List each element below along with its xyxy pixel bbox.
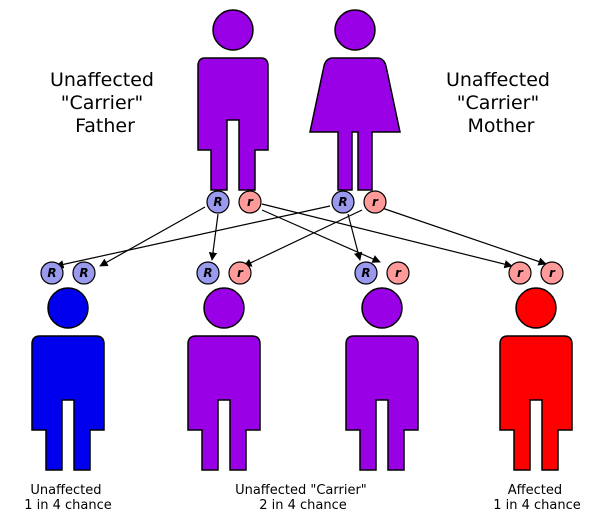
- arrow-mother-r-to-child-2: [243, 209, 363, 267]
- child-2-allele-2: r: [228, 261, 252, 285]
- child-1-figure: [31, 287, 105, 471]
- child-2-figure: [187, 287, 261, 471]
- arrow-father-r-to-child-3: [261, 209, 381, 263]
- svg-text:r: r: [517, 266, 524, 280]
- father-figure: [197, 9, 269, 191]
- father-alleles: R r: [206, 190, 262, 214]
- child-2-allele-1: R: [196, 261, 220, 285]
- arrow-mother-R-to-child-3: [347, 213, 363, 261]
- mother-allele-2: r: [363, 190, 387, 214]
- child-4-allele-1: r: [508, 261, 532, 285]
- arrow-father-R-to-child-1: [99, 206, 206, 267]
- child-4-alleles: r r: [508, 261, 564, 285]
- svg-text:r: r: [247, 195, 254, 209]
- caption-affected-line-1: Affected: [508, 483, 562, 498]
- caption-carrier: Unaffected "Carrier" 2 in 4 chance: [235, 483, 371, 513]
- father-label-line-3: Father: [75, 115, 135, 137]
- arrow-father-r-to-child-4: [261, 203, 513, 269]
- arrow-father-R-to-child-2: [208, 213, 219, 261]
- father-label-line-1: Unaffected: [50, 69, 154, 91]
- svg-text:R: R: [213, 195, 222, 209]
- caption-affected: Affected 1 in 4 chance: [493, 483, 581, 513]
- child-3-alleles: R r: [354, 261, 410, 285]
- child-3-allele-1: R: [354, 261, 378, 285]
- child-2-alleles: R r: [196, 261, 252, 285]
- svg-text:R: R: [361, 266, 370, 280]
- svg-text:R: R: [79, 266, 88, 280]
- father-label-line-2: "Carrier": [61, 92, 143, 114]
- svg-text:r: r: [395, 266, 402, 280]
- svg-text:r: r: [237, 266, 244, 280]
- father-label: Unaffected "Carrier" Father: [50, 69, 160, 137]
- child-3-allele-2: r: [386, 261, 410, 285]
- caption-carrier-line-2: 2 in 4 chance: [259, 498, 347, 513]
- child-4-figure: [499, 287, 573, 471]
- arrow-mother-R-to-child-1: [55, 205, 331, 269]
- mother-label-line-3: Mother: [467, 115, 534, 137]
- mother-alleles: R r: [331, 190, 387, 214]
- caption-carrier-line-1: Unaffected "Carrier": [235, 483, 367, 498]
- svg-text:R: R: [203, 266, 212, 280]
- mother-label-line-1: Unaffected: [446, 69, 550, 91]
- child-4-allele-2: r: [540, 261, 564, 285]
- child-1-allele-1: R: [40, 261, 64, 285]
- caption-affected-line-2: 1 in 4 chance: [493, 498, 581, 513]
- mother-label-line-2: "Carrier": [457, 92, 539, 114]
- arrow-mother-r-to-child-4: [381, 207, 547, 266]
- child-1-allele-2: R: [72, 261, 96, 285]
- father-allele-2: r: [238, 190, 262, 214]
- svg-text:R: R: [47, 266, 56, 280]
- caption-unaffected-line-2: 1 in 4 chance: [24, 498, 112, 513]
- father-allele-1: R: [206, 190, 230, 214]
- svg-text:r: r: [549, 266, 556, 280]
- caption-unaffected: Unaffected 1 in 4 chance: [24, 483, 112, 513]
- child-3-figure: [345, 287, 419, 471]
- mother-figure: [309, 9, 401, 191]
- child-1-alleles: R R: [40, 261, 96, 285]
- inheritance-arrows: [55, 203, 547, 269]
- caption-unaffected-line-1: Unaffected: [30, 483, 101, 498]
- svg-text:R: R: [338, 195, 347, 209]
- mother-label: Unaffected "Carrier" Mother: [446, 69, 556, 137]
- mother-allele-1: R: [331, 190, 355, 214]
- svg-text:r: r: [372, 195, 379, 209]
